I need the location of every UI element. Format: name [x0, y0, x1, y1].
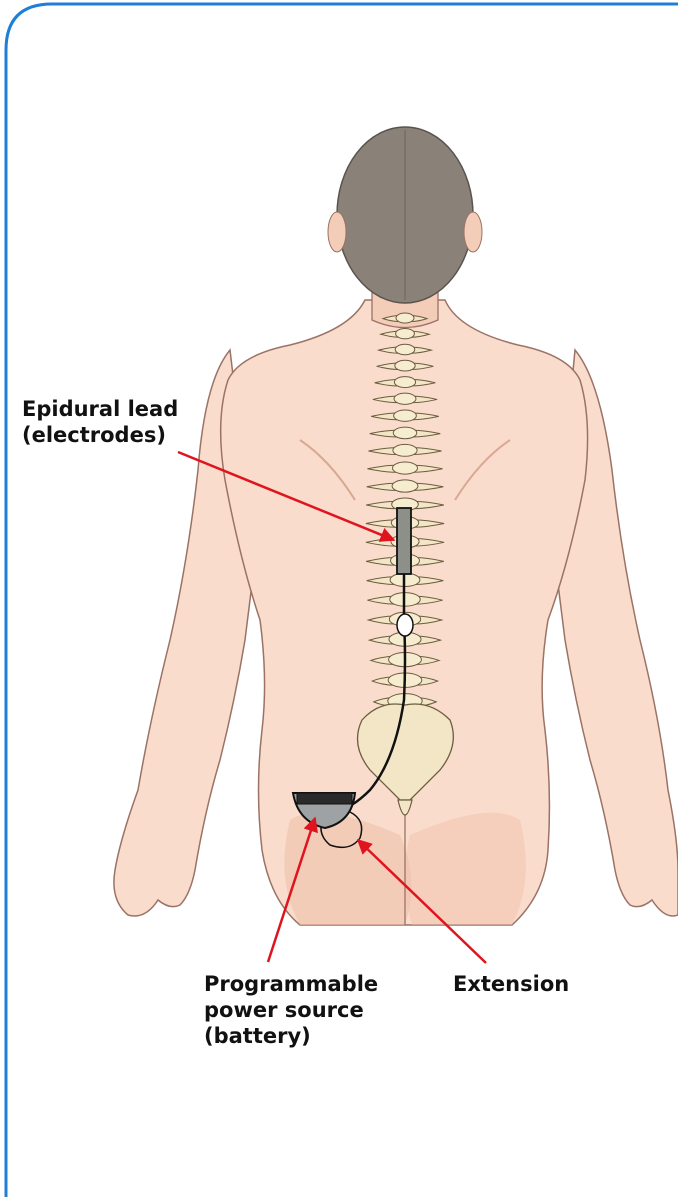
vertebra: [395, 360, 415, 371]
vertebra: [394, 377, 415, 388]
vertebra: [394, 410, 417, 421]
vertebra: [395, 344, 415, 355]
vertebra: [396, 328, 415, 338]
epidural-lead-label: Epidural lead (electrodes): [22, 396, 178, 448]
vertebra: [394, 393, 416, 404]
vertebra: [393, 444, 417, 456]
lead-connector: [397, 614, 413, 636]
vertebra: [396, 313, 414, 323]
left-ear: [328, 212, 346, 252]
vertebra: [392, 462, 417, 474]
vertebra: [392, 480, 418, 492]
epidural-lead: [397, 508, 411, 574]
battery-label: Programmable power source (battery): [204, 971, 378, 1049]
vertebra: [393, 427, 416, 439]
extension-label: Extension: [453, 971, 569, 997]
right-ear: [464, 212, 482, 252]
